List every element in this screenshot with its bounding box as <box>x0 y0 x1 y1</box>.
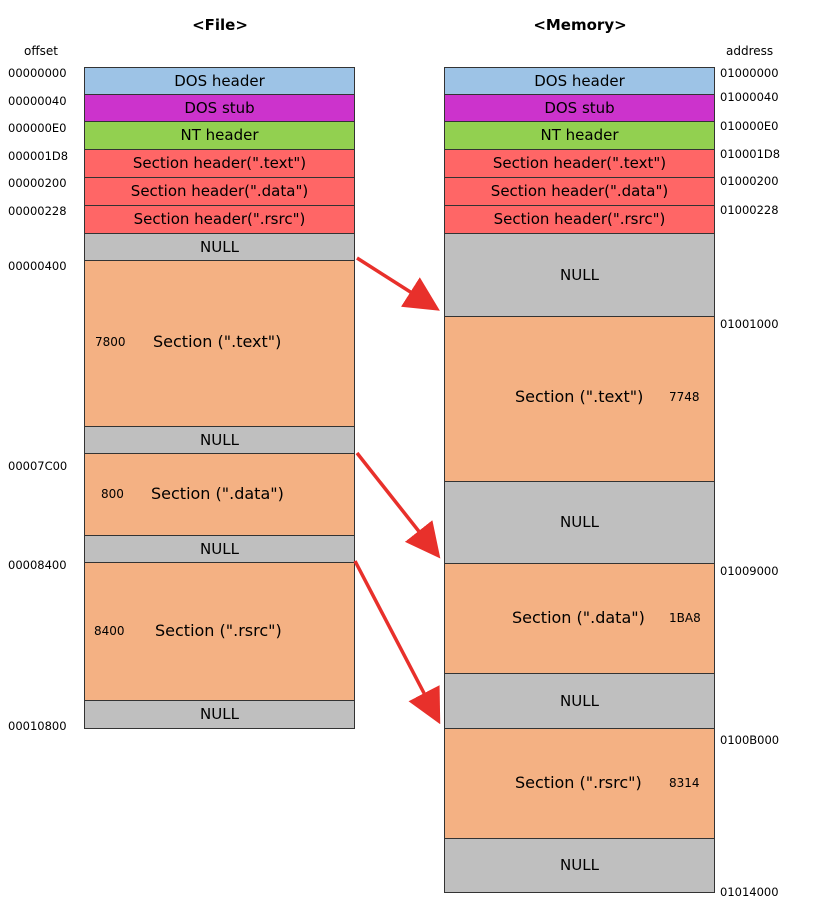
memory-address: 01000200 <box>720 174 779 188</box>
file-title: <File> <box>192 16 248 34</box>
memory-section-text: Section (".text") 7748 <box>444 316 715 482</box>
file-offset: 00000228 <box>8 204 67 218</box>
file-offset: 00000200 <box>8 176 67 190</box>
memory-title: <Memory> <box>533 16 627 34</box>
memory-dos-header: DOS header <box>444 67 715 95</box>
memory-null-4: NULL <box>444 838 715 893</box>
file-section-header-text: Section header(".text") <box>84 149 355 178</box>
arrow-data <box>355 451 441 559</box>
memory-address: 01009000 <box>720 564 779 578</box>
file-nt-header: NT header <box>84 121 355 150</box>
memory-section-data: Section (".data") 1BA8 <box>444 563 715 674</box>
file-dos-header: DOS header <box>84 67 355 95</box>
memory-address: 01000228 <box>720 203 779 217</box>
file-section-data: 800 Section (".data") <box>84 453 355 536</box>
memory-address: 01000040 <box>720 90 779 104</box>
file-offset: 00010800 <box>8 719 67 733</box>
file-offset: 000001D8 <box>8 149 69 163</box>
file-section-header-data: Section header(".data") <box>84 177 355 206</box>
file-offset: 00007C00 <box>8 459 68 473</box>
file-section-data-label: Section (".data") <box>151 484 284 503</box>
file-section-header-rsrc: Section header(".rsrc") <box>84 205 355 234</box>
memory-null-1: NULL <box>444 233 715 317</box>
memory-section-data-label: Section (".data") <box>512 608 645 627</box>
memory-section-header-text: Section header(".text") <box>444 149 715 178</box>
file-dos-stub: DOS stub <box>84 94 355 122</box>
memory-address: 010001D8 <box>720 147 781 161</box>
file-section-rsrc-label: Section (".rsrc") <box>155 621 282 640</box>
arrow-text <box>356 256 440 311</box>
address-label: address <box>726 44 774 58</box>
offset-label: offset <box>24 44 58 58</box>
memory-address: 01000000 <box>720 66 779 80</box>
memory-section-rsrc-label: Section (".rsrc") <box>515 773 642 792</box>
memory-nt-header: NT header <box>444 121 715 150</box>
file-section-text-size: 7800 <box>95 335 126 349</box>
file-null-1: NULL <box>84 233 355 261</box>
memory-address: 010000E0 <box>720 119 779 133</box>
file-section-text-label: Section (".text") <box>153 332 282 351</box>
memory-address: 01014000 <box>720 885 779 899</box>
file-offset: 00000040 <box>8 94 67 108</box>
memory-section-text-label: Section (".text") <box>515 387 644 406</box>
memory-address: 0100B000 <box>720 733 780 747</box>
file-offset: 00000000 <box>8 66 67 80</box>
file-offset: 000000E0 <box>8 121 67 135</box>
memory-address: 01001000 <box>720 317 779 331</box>
memory-dos-stub: DOS stub <box>444 94 715 122</box>
arrow-rsrc <box>353 560 441 725</box>
file-section-text: 7800 Section (".text") <box>84 260 355 427</box>
memory-null-3: NULL <box>444 673 715 729</box>
memory-section-rsrc: Section (".rsrc") 8314 <box>444 728 715 839</box>
memory-null-2: NULL <box>444 481 715 564</box>
memory-section-text-size: 7748 <box>669 390 700 404</box>
file-section-rsrc-size: 8400 <box>94 624 125 638</box>
file-offset: 00000400 <box>8 259 67 273</box>
memory-section-rsrc-size: 8314 <box>669 776 700 790</box>
file-null-4: NULL <box>84 700 355 729</box>
file-null-3: NULL <box>84 535 355 563</box>
memory-section-header-data: Section header(".data") <box>444 177 715 206</box>
file-section-data-size: 800 <box>101 487 124 501</box>
memory-section-data-size: 1BA8 <box>669 611 701 625</box>
file-offset: 00008400 <box>8 558 67 572</box>
memory-section-header-rsrc: Section header(".rsrc") <box>444 205 715 234</box>
file-section-rsrc: 8400 Section (".rsrc") <box>84 562 355 701</box>
file-null-2: NULL <box>84 426 355 454</box>
